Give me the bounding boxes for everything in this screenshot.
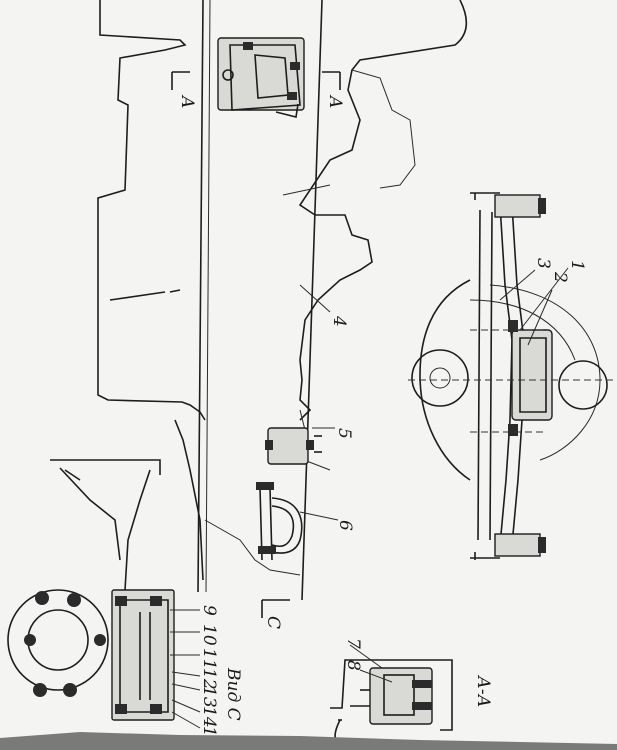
section-label-a-right: A: [325, 94, 345, 108]
callout-13: 13: [199, 686, 219, 708]
section-aa: [330, 644, 453, 746]
callout-12: 12: [199, 668, 219, 690]
callouts-front: 1 2 3: [499, 258, 587, 346]
section-marker-c: C: [261, 599, 290, 629]
callouts-view-c: 9 10 11 12 13 14 15 Вид С: [199, 605, 243, 748]
section-label-a-left: A: [177, 94, 197, 108]
engine-mount-top: [217, 37, 305, 118]
section-marker-a: A A: [171, 71, 345, 108]
callout-3: 3: [533, 258, 553, 269]
view-c-assembly: [7, 459, 201, 729]
callouts-main: 4 5 6: [299, 284, 355, 531]
mount-5: [265, 427, 322, 465]
view-c-title: Вид С: [223, 667, 243, 721]
callout-10: 10: [199, 624, 219, 646]
engine-chassis-side-view: [97, 0, 468, 601]
front-crossmember-view: [408, 192, 617, 560]
section-label-c: C: [263, 616, 283, 629]
callout-9: 9: [199, 605, 219, 616]
callout-1: 1: [567, 260, 587, 271]
callout-8: 8: [343, 660, 363, 671]
callout-14: 14: [199, 706, 219, 728]
callout-7: 7: [343, 638, 363, 649]
paper-edge: [0, 732, 617, 750]
callouts-section-aa: 7 8 А-А: [343, 638, 493, 708]
callout-5: 5: [334, 428, 354, 439]
callout-2: 2: [550, 271, 570, 283]
callout-6: 6: [335, 520, 355, 531]
callout-11: 11: [199, 648, 219, 670]
section-aa-title: А-А: [473, 675, 493, 708]
mount-6: [256, 482, 303, 561]
callout-4: 4: [329, 315, 349, 327]
